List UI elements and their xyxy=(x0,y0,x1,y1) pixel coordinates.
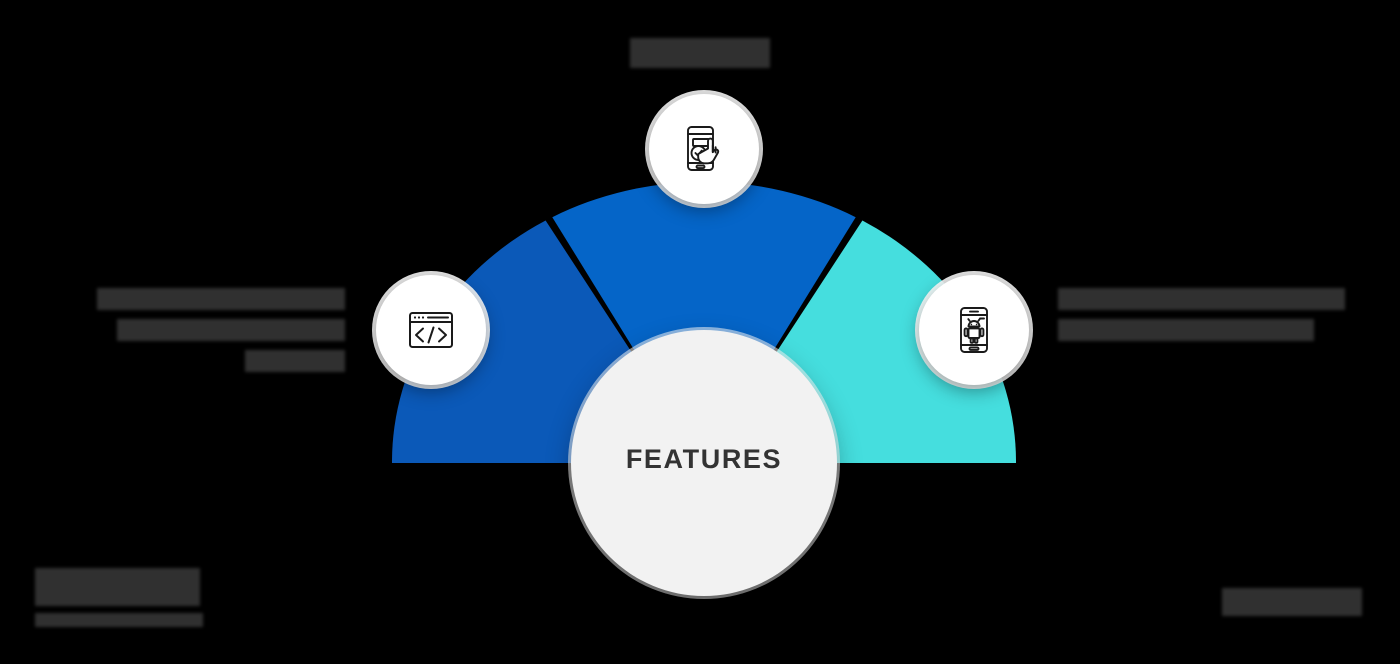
chart-segment-center[interactable] xyxy=(552,183,856,463)
footer-right-mark-text xyxy=(1222,588,1362,616)
icon-bubble-right[interactable] xyxy=(919,275,1029,385)
segment-left-label-line-3 xyxy=(245,350,345,372)
code-window-icon xyxy=(405,304,457,356)
center-hub: FEATURES xyxy=(571,330,837,596)
segment-left-label-line-2 xyxy=(117,319,345,341)
footer-brand-subtitle xyxy=(35,613,203,627)
page-title-text xyxy=(630,38,770,68)
icon-bubble-left[interactable] xyxy=(376,275,486,385)
segment-right-label-line-1 xyxy=(1058,288,1345,310)
android-mobile-icon xyxy=(948,304,1000,356)
footer-brand xyxy=(35,568,235,627)
mobile-tap-check-icon xyxy=(676,121,732,177)
page-title xyxy=(0,38,1400,68)
segment-left-label-line-1 xyxy=(97,288,345,310)
segment-right-label-line-2 xyxy=(1058,319,1314,341)
center-hub-label: FEATURES xyxy=(625,443,783,474)
footer-brand-name xyxy=(35,568,200,606)
segment-right-label xyxy=(1058,288,1358,350)
footer-right-mark xyxy=(1222,588,1372,616)
icon-bubble-center[interactable] xyxy=(649,94,759,204)
segment-left-label xyxy=(60,288,345,381)
